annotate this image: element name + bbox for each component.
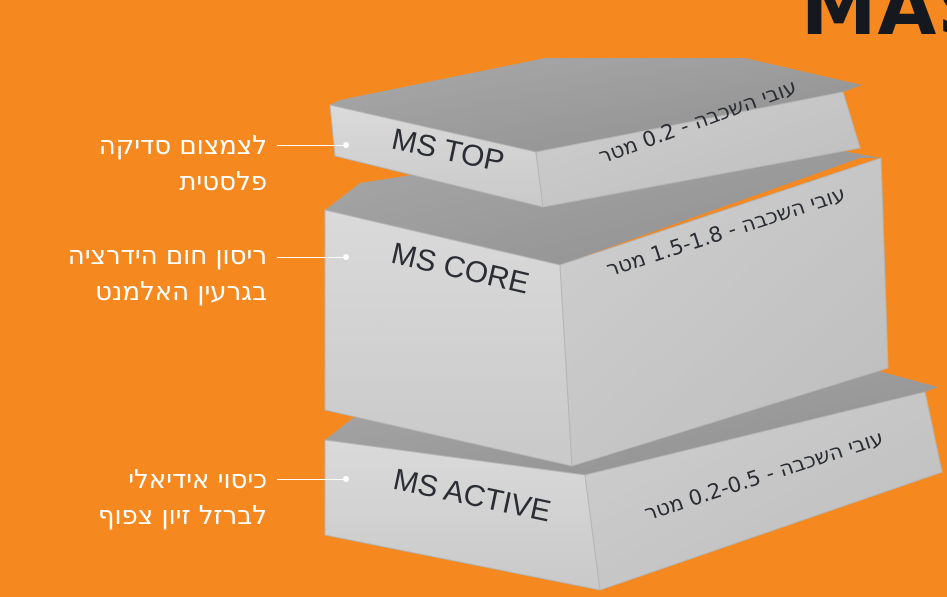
callout-dot-active [343,476,349,482]
layer-description-core-line-1: ריסון חום הידרציה [67,241,267,271]
callout-line-active [277,479,345,480]
brand-title: MAS [800,0,947,52]
layer-description-top-line-2: פלסטית [179,167,267,197]
layer-description-top: לצמצום סדיקה פלסטית [99,128,267,200]
block-top-top-face [330,58,862,152]
layer-description-top-line-1: לצמצום סדיקה [98,131,267,161]
layer-description-active: כיסוי אידיאלי לברזל זיון צפוף [98,462,267,534]
callout-dot-core [343,254,349,260]
layer-description-core: ריסון חום הידרציה בגרעין האלמנט [68,238,267,310]
block-top-side-face [535,91,861,208]
layer-description-active-line-1: כיסוי אידיאלי [128,465,267,495]
block-core-side-face [559,157,889,467]
layer-description-core-line-2: בגרעין האלמנט [95,277,267,307]
block-active-side-face [584,391,943,591]
callout-line-top [277,145,345,146]
layer-description-active-line-2: לברזל זיון צפוף [97,501,267,531]
callout-line-core [277,257,345,258]
callout-dot-top [343,142,349,148]
block-ms-top [329,58,862,208]
